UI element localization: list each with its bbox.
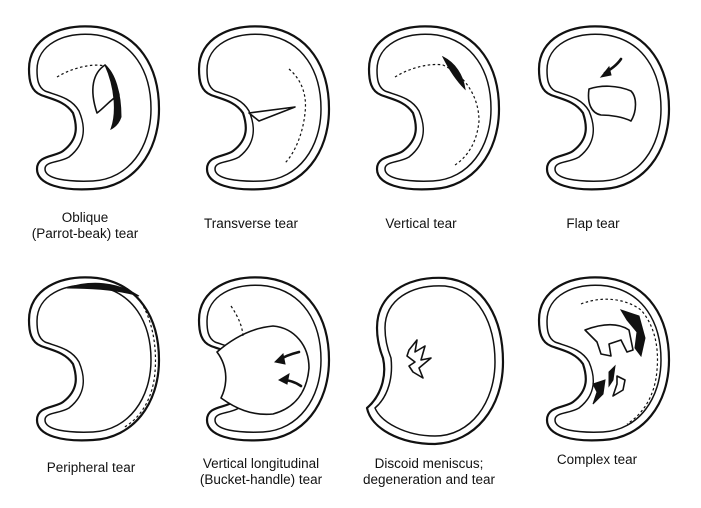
complex-tear-illustration <box>537 276 671 442</box>
peripheral-tear-illustration <box>27 276 161 442</box>
flap-tear-illustration <box>537 25 671 191</box>
caption-peripheral: Peripheral tear <box>46 460 136 475</box>
oblique-tear-illustration <box>27 25 161 191</box>
discoid-meniscus-illustration <box>365 276 505 446</box>
bucket-handle-tear-illustration <box>197 276 331 442</box>
caption-transverse: Transverse tear <box>203 216 299 231</box>
transverse-tear-illustration <box>197 25 331 191</box>
caption-oblique: Oblique (Parrot-beak) tear <box>31 210 139 241</box>
caption-complex: Complex tear <box>556 452 638 467</box>
caption-flap: Flap tear <box>566 216 620 231</box>
vertical-tear-illustration <box>367 25 501 191</box>
caption-discoid: Discoid meniscus; degeneration and tear <box>362 456 496 487</box>
caption-vertical: Vertical tear <box>385 216 457 231</box>
caption-bucket-handle: Vertical longitudinal (Bucket-handle) te… <box>199 456 323 487</box>
